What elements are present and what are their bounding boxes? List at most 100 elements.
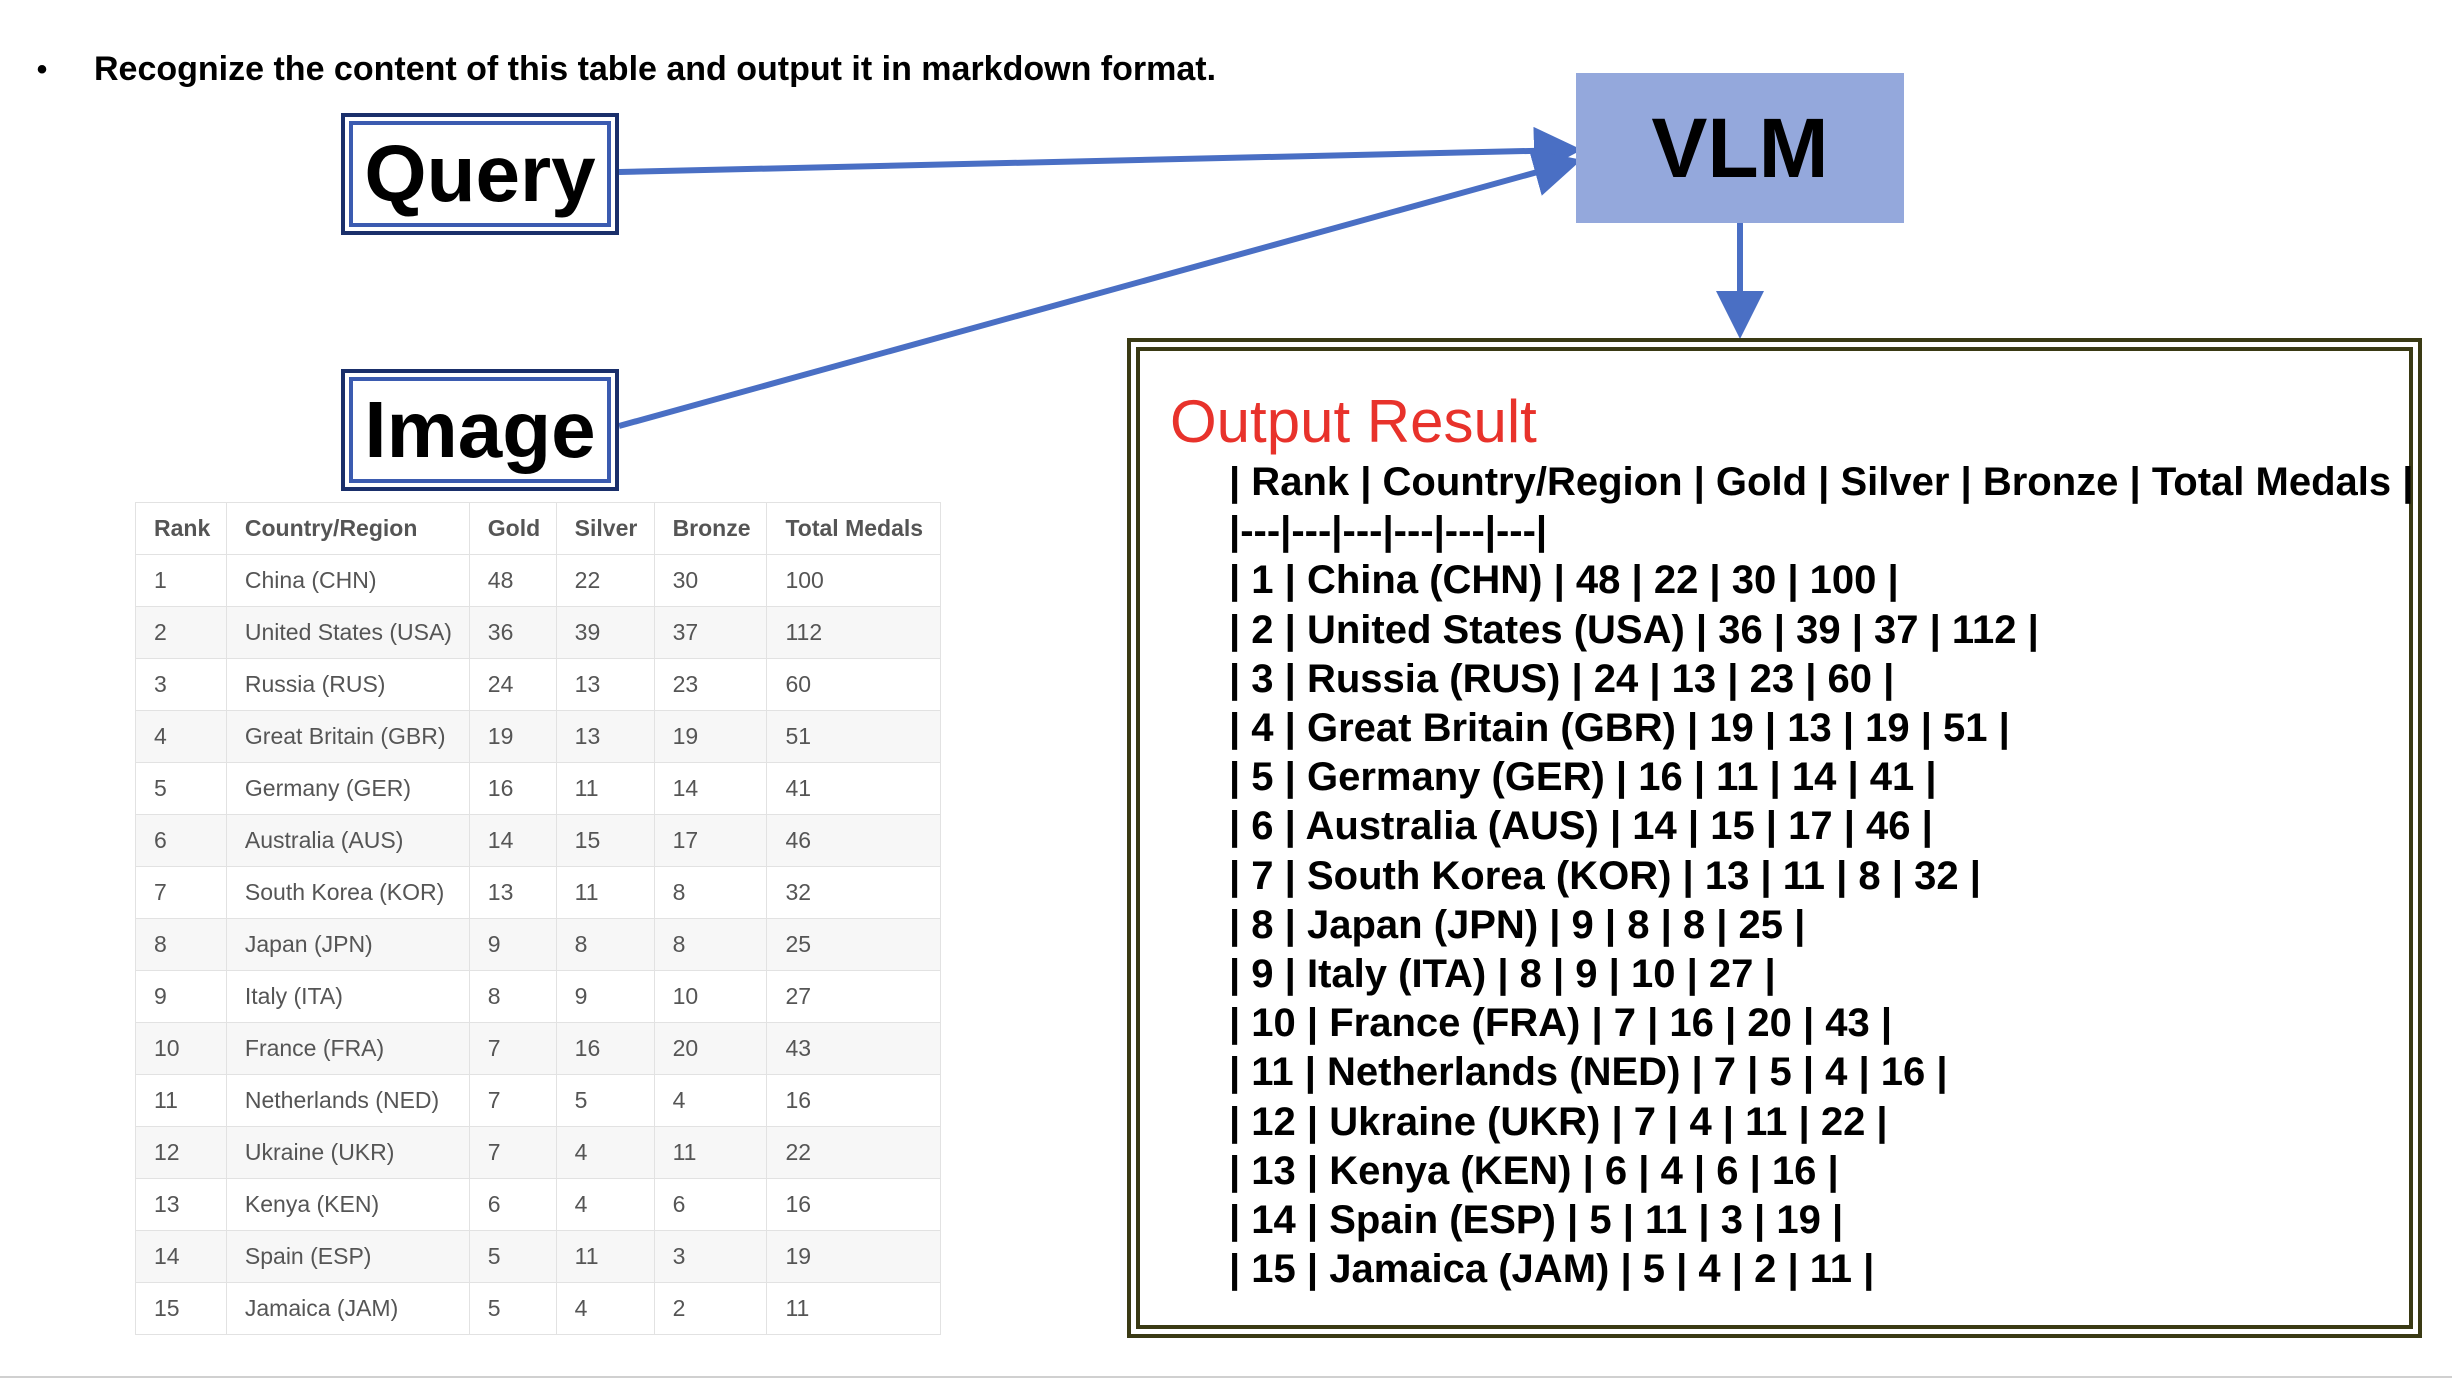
table-cell: 25	[766, 918, 941, 971]
table-cell: 20	[653, 1022, 768, 1075]
table-cell: 2	[135, 606, 227, 659]
table-cell: 9	[555, 970, 655, 1023]
table-cell: 4	[653, 1074, 768, 1127]
table-header-cell: Country/Region	[225, 502, 470, 555]
output-line: | 4 | Great Britain (GBR) | 19 | 13 | 19…	[1229, 706, 2010, 751]
table-cell: Jamaica (JAM)	[225, 1282, 470, 1335]
table-cell: 11	[766, 1282, 941, 1335]
output-line: | 10 | France (FRA) | 7 | 16 | 20 | 43 |	[1229, 1001, 1893, 1046]
output-line: | 5 | Germany (GER) | 16 | 11 | 14 | 41 …	[1229, 755, 1937, 800]
table-cell: Kenya (KEN)	[225, 1178, 470, 1231]
table-cell: 8	[653, 866, 768, 919]
table-cell: 10	[135, 1022, 227, 1075]
table-cell: 11	[555, 762, 655, 815]
table-cell: 41	[766, 762, 941, 815]
output-line: | 1 | China (CHN) | 48 | 22 | 30 | 100 |	[1229, 558, 1899, 603]
table-cell: South Korea (KOR)	[225, 866, 470, 919]
table-cell: 14	[135, 1230, 227, 1283]
table-cell: 3	[653, 1230, 768, 1283]
table-cell: Netherlands (NED)	[225, 1074, 470, 1127]
table-cell: 8	[468, 970, 557, 1023]
table-cell: United States (USA)	[225, 606, 470, 659]
table-cell: 100	[766, 554, 941, 607]
table-cell: 3	[135, 658, 227, 711]
output-line: | Rank | Country/Region | Gold | Silver …	[1229, 460, 2414, 504]
image-box: Image	[341, 369, 619, 491]
table-cell: 5	[468, 1230, 557, 1283]
output-result-inner: Output Result | Rank | Country/Region | …	[1136, 347, 2413, 1329]
table-cell: 43	[766, 1022, 941, 1075]
table-cell: 10	[653, 970, 768, 1023]
table-cell: 12	[135, 1126, 227, 1179]
instruction-text: Recognize the content of this table and …	[94, 50, 1217, 88]
table-header-cell: Gold	[468, 502, 557, 555]
output-markdown-text: | Rank | Country/Region | Gold | Silver …	[1229, 458, 2413, 1294]
table-cell: 48	[468, 554, 557, 607]
vlm-box: VLM	[1576, 73, 1904, 223]
query-label: Query	[349, 121, 611, 227]
table-cell: Great Britain (GBR)	[225, 710, 470, 763]
table-cell: 4	[555, 1126, 655, 1179]
table-cell: Italy (ITA)	[225, 970, 470, 1023]
table-cell: 36	[468, 606, 557, 659]
query-box: Query	[341, 113, 619, 235]
table-cell: 32	[766, 866, 941, 919]
table-header-cell: Total Medals	[766, 502, 941, 555]
table-cell: 13	[555, 710, 655, 763]
table-cell: 8	[653, 918, 768, 971]
output-line: | 15 | Jamaica (JAM) | 5 | 4 | 2 | 11 |	[1229, 1247, 1875, 1292]
output-line: | 14 | Spain (ESP) | 5 | 11 | 3 | 19 |	[1229, 1198, 1844, 1243]
table-cell: 39	[555, 606, 655, 659]
output-line: | 6 | Australia (AUS) | 14 | 15 | 17 | 4…	[1229, 804, 1933, 849]
image-label: Image	[349, 377, 611, 483]
table-cell: 19	[468, 710, 557, 763]
table-cell: 24	[468, 658, 557, 711]
table-cell: 30	[653, 554, 768, 607]
table-cell: 37	[653, 606, 768, 659]
output-line: | 11 | Netherlands (NED) | 7 | 5 | 4 | 1…	[1229, 1050, 1948, 1095]
table-cell: 19	[766, 1230, 941, 1283]
table-cell: 22	[555, 554, 655, 607]
table-cell: 8	[555, 918, 655, 971]
table-cell: 46	[766, 814, 941, 867]
table-cell: 19	[653, 710, 768, 763]
table-cell: 27	[766, 970, 941, 1023]
table-cell: 15	[555, 814, 655, 867]
table-cell: 4	[555, 1178, 655, 1231]
table-cell: Russia (RUS)	[225, 658, 470, 711]
output-result-box: Output Result | Rank | Country/Region | …	[1127, 338, 2422, 1338]
output-line: | 13 | Kenya (KEN) | 6 | 4 | 6 | 16 |	[1229, 1148, 1839, 1193]
table-cell: 5	[468, 1282, 557, 1335]
table-cell: 11	[653, 1126, 768, 1179]
output-line: | 2 | United States (USA) | 36 | 39 | 37…	[1229, 607, 2039, 652]
table-cell: 8	[135, 918, 227, 971]
table-cell: 16	[766, 1074, 941, 1127]
table-cell: 1	[135, 554, 227, 607]
bottom-divider	[0, 1376, 2452, 1378]
table-header-cell: Rank	[135, 502, 227, 555]
table-cell: 14	[468, 814, 557, 867]
table-cell: 11	[555, 866, 655, 919]
table-header-cell: Silver	[555, 502, 655, 555]
output-line: | 12 | Ukraine (UKR) | 7 | 4 | 11 | 22 |	[1229, 1099, 1888, 1144]
output-line: | 9 | Italy (ITA) | 8 | 9 | 10 | 27 |	[1229, 952, 1776, 997]
table-cell: Spain (ESP)	[225, 1230, 470, 1283]
table-cell: Germany (GER)	[225, 762, 470, 815]
table-cell: 6	[135, 814, 227, 867]
output-line: | 3 | Russia (RUS) | 24 | 13 | 23 | 60 |	[1229, 656, 1895, 701]
table-cell: 9	[468, 918, 557, 971]
table-cell: 13	[468, 866, 557, 919]
table-cell: 13	[555, 658, 655, 711]
table-cell: 6	[468, 1178, 557, 1231]
table-cell: 15	[135, 1282, 227, 1335]
table-cell: 17	[653, 814, 768, 867]
table-cell: 5	[555, 1074, 655, 1127]
